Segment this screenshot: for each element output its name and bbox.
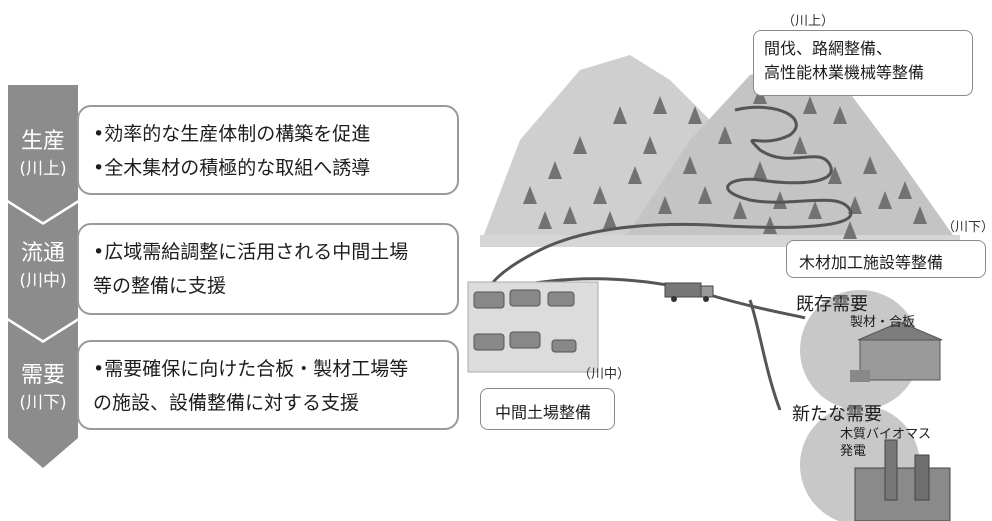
branch-road	[748, 299, 782, 411]
tree-icon	[573, 136, 587, 154]
tree-icon	[828, 166, 842, 184]
midstream-callout: 中間土場整備	[480, 388, 615, 430]
new-demand-sub-line: 木質バイオマス	[840, 427, 932, 442]
flow-arrow	[8, 85, 78, 468]
tree-icon	[833, 106, 847, 124]
log-piles	[473, 289, 577, 353]
tree-icon	[793, 136, 807, 154]
tree-icon	[603, 211, 617, 229]
tree-icon	[643, 136, 657, 154]
tree-icon	[593, 186, 607, 204]
tree-icon	[843, 221, 857, 239]
stage-demand-label: 需要 (川下)	[8, 362, 78, 414]
tree-icon	[698, 186, 712, 204]
upstream-tag: （川上）	[782, 14, 835, 29]
policy-point: •広域需給調整に活用される中間土場	[93, 241, 409, 263]
policy-point: •需要確保に向けた合板・製材工場等	[93, 358, 409, 380]
midstream-tag: （川中）	[578, 367, 631, 382]
tree-icon	[733, 201, 747, 219]
stage-area: (川上)	[19, 159, 67, 179]
forest-road	[486, 105, 853, 302]
downstream-tag: （川下）	[942, 220, 992, 235]
tree-icon	[613, 106, 627, 124]
new-demand-sub-line: 発電	[840, 444, 867, 459]
upstream-callout: 間伐、路網整備、 高性能林業機械等整備	[753, 30, 973, 96]
tree-icon	[808, 201, 822, 219]
tree-icon	[848, 196, 862, 214]
midstream-label: 中間土場整備	[495, 403, 592, 422]
tree-icon	[773, 191, 787, 209]
tree-icon	[548, 161, 562, 179]
policy-box-distribution: •広域需給調整に活用される中間土場 等の整備に支援	[77, 223, 459, 315]
tree-cluster	[523, 86, 927, 239]
policy-point: •効率的な生産体制の構築を促進	[93, 123, 371, 145]
stage-name: 流通	[20, 241, 65, 266]
sawmill-building	[850, 321, 943, 382]
tree-icon	[753, 161, 767, 179]
flow-arrow-segment-demand	[8, 321, 78, 468]
tree-icon	[563, 206, 577, 224]
downstream-callout: 木材加工施設等整備	[786, 240, 986, 278]
log-truck	[664, 282, 714, 302]
flow-arrow-segment-distribution	[8, 203, 78, 340]
tree-icon	[803, 96, 817, 114]
tree-icon	[658, 196, 672, 214]
forestry-illustration	[467, 55, 960, 521]
tree-icon	[878, 191, 892, 209]
existing-demand-title: 既存需要	[796, 294, 868, 315]
tree-icon	[898, 181, 912, 199]
downstream-label: 木材加工施設等整備	[799, 253, 944, 272]
policy-box-production: •効率的な生産体制の構築を促進 •全木集材の積極的な取組へ誘導	[77, 105, 459, 195]
stage-production-label: 生産 (川上)	[8, 128, 78, 180]
policy-point: •全木集材の積極的な取組へ誘導	[93, 157, 371, 179]
new-demand-sub: 木質バイオマス 発電	[840, 426, 931, 460]
tree-icon	[523, 186, 537, 204]
policy-point: の施設、設備整備に対する支援	[93, 392, 360, 414]
stage-name: 需要	[20, 363, 65, 388]
policy-point: 等の整備に支援	[93, 275, 227, 297]
stage-name: 生産	[20, 129, 65, 154]
flow-arrow-segment-production	[8, 85, 78, 222]
new-demand-title: 新たな需要	[792, 404, 882, 425]
tree-icon	[863, 156, 877, 174]
tree-icon	[763, 216, 777, 234]
upstream-line: 高性能林業機械等整備	[764, 63, 925, 82]
stage-distribution-label: 流通 (川中)	[8, 240, 78, 292]
tree-icon	[628, 166, 642, 184]
tree-icon	[688, 106, 702, 124]
policy-box-demand: •需要確保に向けた合板・製材工場等 の施設、設備整備に対する支援	[77, 340, 459, 430]
existing-demand-sub: 製材・合板	[850, 315, 916, 330]
biomass-plant	[854, 439, 951, 521]
stage-area: (川中)	[19, 271, 67, 291]
tree-icon	[683, 156, 697, 174]
tree-icon	[913, 206, 927, 224]
upstream-line: 間伐、路網整備、	[764, 39, 893, 58]
tree-icon	[718, 126, 732, 144]
stage-area: (川下)	[19, 393, 67, 413]
tree-icon	[653, 96, 667, 114]
tree-icon	[538, 211, 552, 229]
